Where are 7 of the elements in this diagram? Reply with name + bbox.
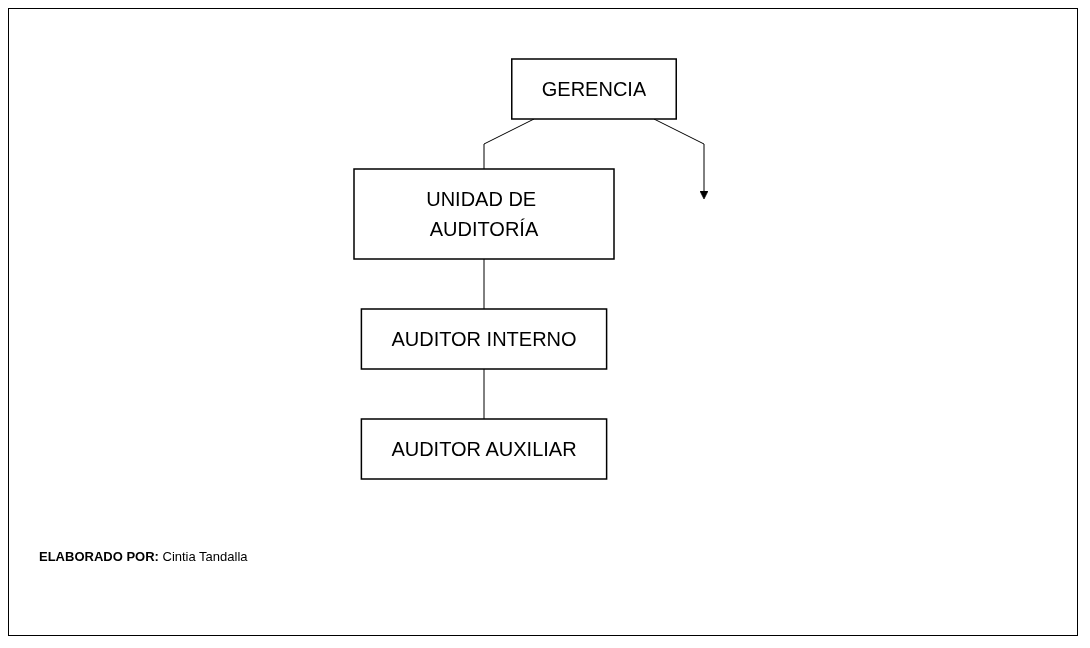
connector (483, 258, 485, 310)
node-box: UNIDAD DE AUDITORÍA (353, 168, 615, 260)
node-box: AUDITOR INTERNO (360, 308, 608, 370)
node-box: GERENCIA (511, 58, 677, 120)
credit-note: ELABORADO POR: Cintia Tandalla (39, 549, 248, 564)
connector (483, 368, 485, 420)
node-box: AUDITOR AUXILIAR (360, 418, 608, 480)
